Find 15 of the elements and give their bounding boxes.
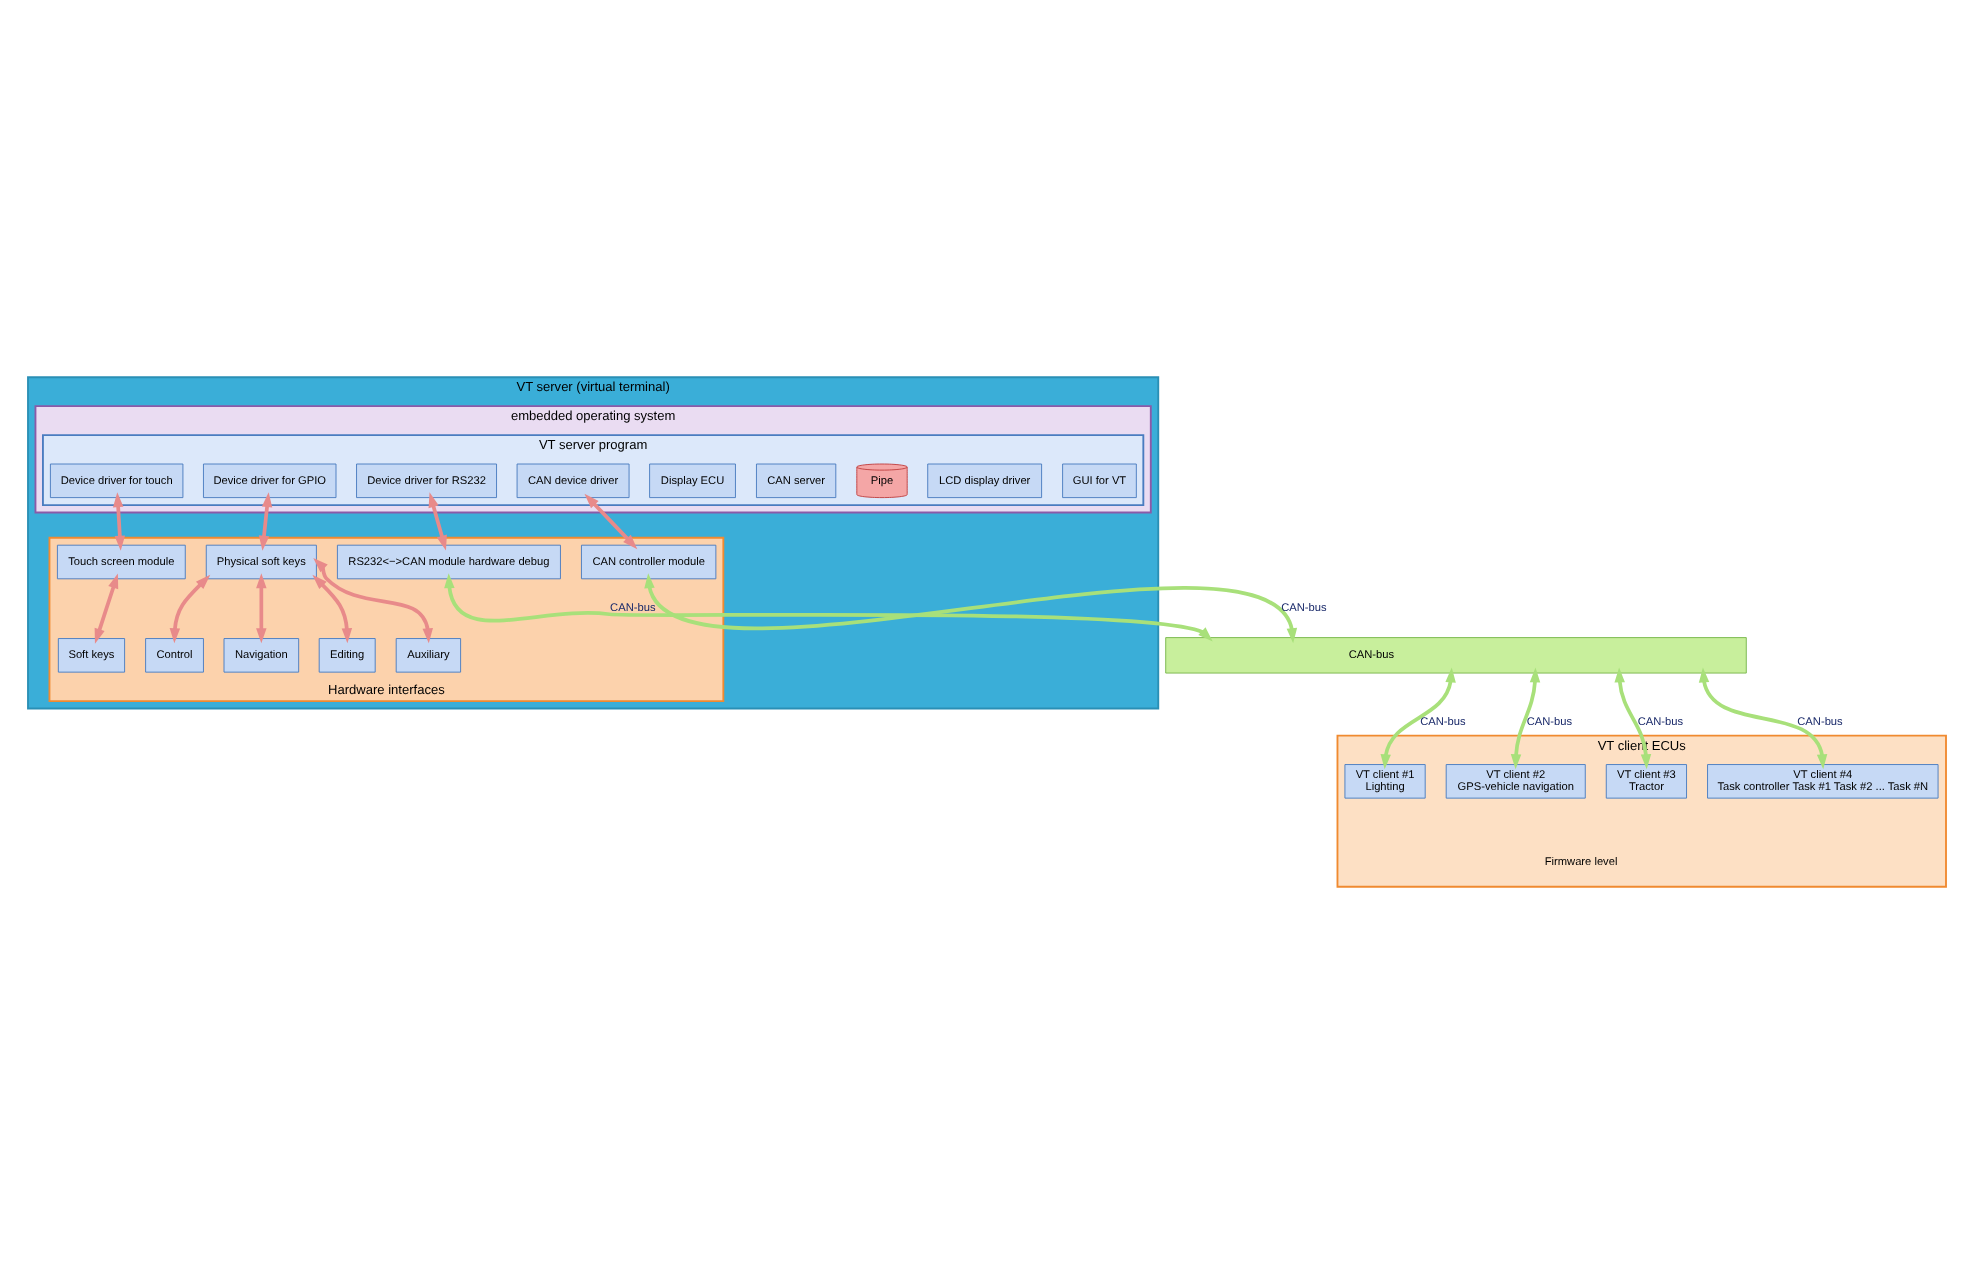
arrow (584, 493, 638, 550)
arrow (1614, 667, 1652, 770)
arrow (1698, 667, 1828, 770)
arrow (256, 573, 267, 644)
arrow (1380, 667, 1456, 770)
arrow (444, 573, 1213, 642)
arrow (94, 573, 119, 644)
arrow (428, 492, 447, 551)
arrow (169, 574, 211, 644)
arrow (258, 492, 273, 551)
arrow (644, 573, 1298, 644)
arrow (313, 558, 433, 644)
arrow (1510, 667, 1541, 770)
arrow (312, 574, 353, 644)
arrow (112, 492, 126, 551)
